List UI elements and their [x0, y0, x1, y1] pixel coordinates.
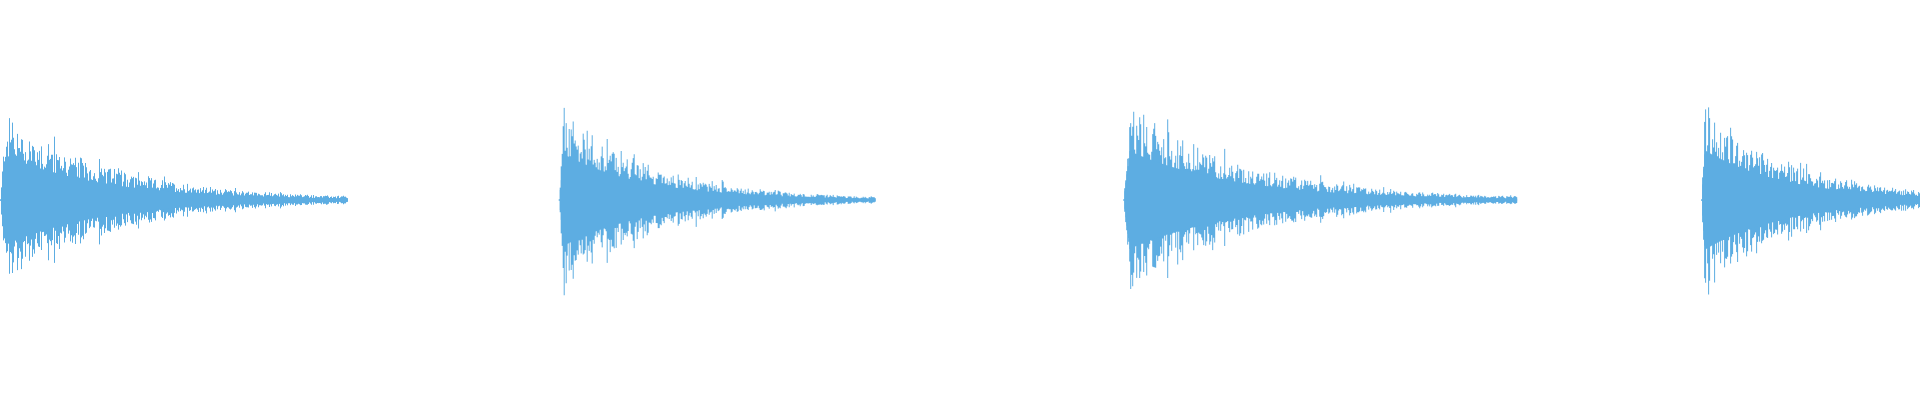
waveform-burst-1-core	[1, 155, 348, 245]
waveform-burst-2-core	[559, 154, 876, 246]
waveform-burst-4	[1701, 107, 1920, 295]
waveform-burst-3-core	[1124, 151, 1518, 249]
waveform-burst-1	[0, 118, 348, 274]
waveform-bursts	[0, 107, 1920, 296]
waveform-burst-4-core	[1702, 150, 1920, 250]
waveform-burst-3	[1123, 111, 1518, 289]
waveform-burst-2	[558, 107, 876, 296]
